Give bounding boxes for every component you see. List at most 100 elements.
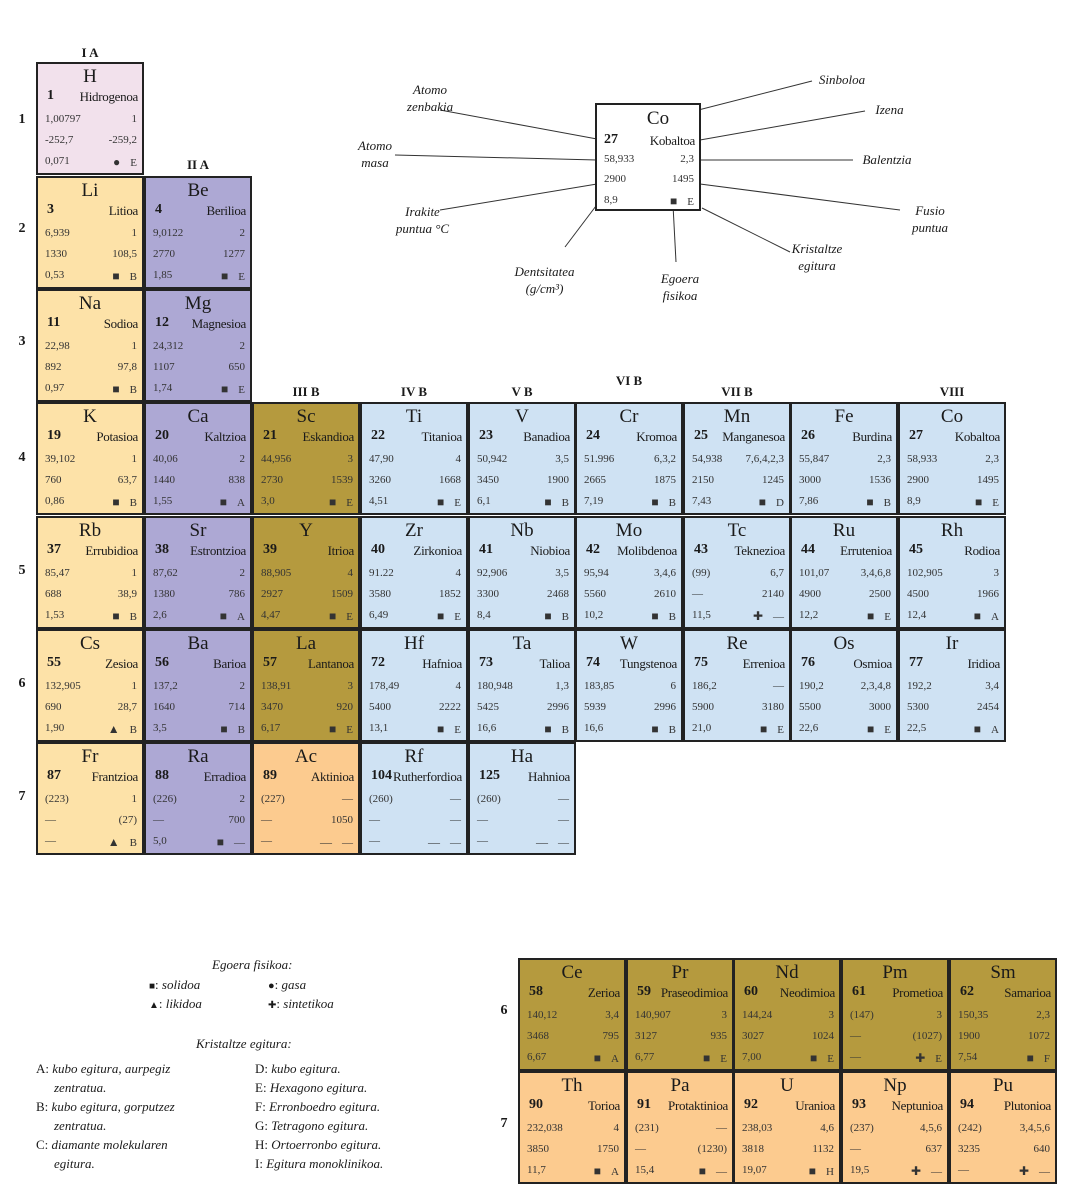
melting-point: 108,5 <box>112 248 137 260</box>
atomic-number: 55 <box>47 655 61 670</box>
valence: 4,5,6 <box>920 1122 942 1134</box>
element-name: Kobaltoa <box>954 429 1001 444</box>
physical-state-icon: ■ <box>975 495 983 509</box>
valence: 3,4 <box>985 680 999 692</box>
physical-state-icon: ✚ <box>1018 1164 1029 1178</box>
density: 3,5 <box>153 722 167 734</box>
melting-point: 1072 <box>1028 1030 1050 1042</box>
group-label-iia: II A <box>186 157 210 172</box>
density: 7,54 <box>958 1051 978 1063</box>
density-state-row: 6,1■B <box>477 495 569 510</box>
element-symbol: Tc <box>727 520 747 541</box>
boiling-melting-row: —— <box>477 814 569 826</box>
density-state-row: ——— <box>477 835 569 850</box>
physical-state-icon: ■ <box>544 495 552 509</box>
legend-structure-g: G: Tetragono egitura. <box>255 1116 368 1135</box>
atomic-mass: (260) <box>369 793 393 805</box>
key-density: 8,9 <box>604 194 618 206</box>
element-name: Aktinioa <box>310 769 354 784</box>
physical-state-icon: ■ <box>1026 1051 1034 1065</box>
melting-point: 786 <box>228 588 246 600</box>
mass-valence-row: 192,2 3,4 <box>907 680 999 692</box>
crystal-structure: — <box>1039 1165 1050 1178</box>
structure-desc-line2: zentratua. <box>54 1080 107 1095</box>
structure-desc-line1: Hexagono egitura. <box>269 1080 368 1095</box>
density: 13,1 <box>369 722 389 734</box>
density: 12,4 <box>907 609 927 621</box>
density: 7,19 <box>584 495 604 507</box>
valence: 1 <box>131 793 138 805</box>
density: 0,53 <box>45 269 65 281</box>
mass-valence-row: 186,2— <box>692 680 784 692</box>
structure-code: F: <box>255 1099 266 1114</box>
density-state-row: 4,51■E <box>369 495 461 510</box>
period-label-6: 6 <box>18 676 26 691</box>
valence: — <box>558 793 569 805</box>
element-symbol: W <box>620 633 638 654</box>
callout-valence: Balentzia <box>852 151 922 168</box>
atomic-mass: 24,312 <box>153 340 184 352</box>
valence: — <box>342 793 353 805</box>
density-state-row: 4,47■E <box>261 609 353 624</box>
melting-point: 3000 <box>869 701 891 713</box>
atomic-mass: 137,2 <box>153 680 178 692</box>
atomic-number: 74 <box>586 655 600 670</box>
density-state-row: 8,9■E <box>907 495 999 510</box>
density: 1,90 <box>45 722 65 734</box>
element-symbol: Pa <box>670 1075 690 1096</box>
element-symbol: Fe <box>834 406 854 427</box>
synthetic-icon: ✚ <box>268 1000 277 1011</box>
atomic-number: 26 <box>801 428 815 443</box>
melting-point: 1966 <box>977 588 999 600</box>
physical-state-icon: ■ <box>866 495 874 509</box>
atomic-number: 19 <box>47 428 61 443</box>
valence: 3,5 <box>555 453 569 465</box>
element-name: Teknezioa <box>734 543 785 558</box>
boiling-point: — <box>261 814 272 826</box>
density-state-row: 7,19■B <box>584 495 676 510</box>
boiling-point: 3235 <box>958 1143 980 1155</box>
key-row-2: 2900 1495 <box>604 173 694 185</box>
melting-point: — <box>558 814 569 826</box>
element-symbol: Ce <box>561 962 583 983</box>
density-state-row: 0,071●E <box>45 155 137 170</box>
atomic-number: 4 <box>155 202 162 217</box>
element-name: Niobioa <box>530 543 570 558</box>
valence: — <box>450 793 461 805</box>
element-name: Protaktinioa <box>668 1098 728 1113</box>
element-symbol: Ba <box>187 633 209 654</box>
physical-state-icon: ■ <box>112 495 120 509</box>
key-boiling: 2900 <box>604 173 626 185</box>
element-name: Zesioa <box>105 656 138 671</box>
element-symbol: Na <box>78 293 102 314</box>
element-name: Kaltzioa <box>204 429 246 444</box>
density-state-row: —✚— <box>958 1164 1050 1179</box>
valence: 2 <box>239 227 246 239</box>
crystal-structure: B <box>129 270 137 283</box>
element-symbol: Rf <box>404 746 424 767</box>
period-label-1: 1 <box>18 112 26 127</box>
atomic-mass: 192,2 <box>907 680 932 692</box>
element-symbol: K <box>83 406 97 427</box>
atomic-number: 25 <box>694 428 708 443</box>
callout-density-line2: (g/cm³) <box>525 281 564 296</box>
callout-melting-line2: puntua <box>911 220 949 235</box>
element-symbol: Ru <box>832 520 856 541</box>
element-symbol: Mn <box>723 406 751 427</box>
melting-point: 637 <box>925 1143 943 1155</box>
